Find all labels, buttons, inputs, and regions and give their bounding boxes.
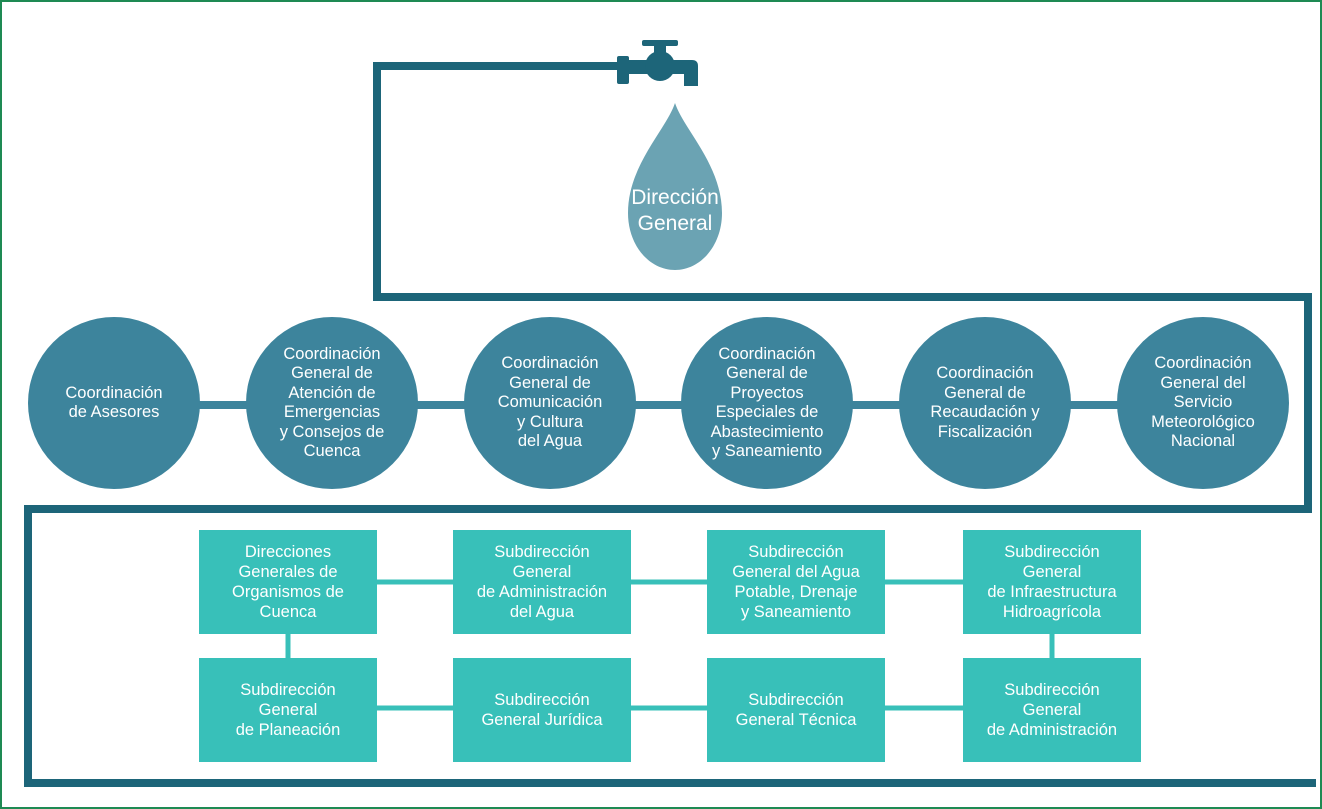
coordination-asesores: Coordinación de Asesores xyxy=(28,317,200,489)
unit-label: Subdirección General de Administración xyxy=(986,681,1118,739)
unit-administracion: Subdirección General de Administración xyxy=(963,658,1141,762)
unit-juridica: Subdirección General Jurídica xyxy=(453,658,631,762)
coordination-label: Coordinación General de Recaudación y Fi… xyxy=(930,364,1040,441)
unit-organismos-cuenca: Direcciones Generales de Organismos de C… xyxy=(199,530,377,634)
water-drop-icon xyxy=(628,103,722,270)
coordination-label: Coordinación de Asesores xyxy=(65,383,163,422)
unit-administracion-agua: Subdirección General de Administración d… xyxy=(453,530,631,634)
unit-label: Subdirección General Técnica xyxy=(735,691,857,729)
coordination-label: Coordinación General del Servicio Meteor… xyxy=(1151,354,1255,451)
unit-label: Direcciones Generales de Organismos de C… xyxy=(232,543,344,621)
coordination-comunicacion: Coordinación General de Comunicación y C… xyxy=(464,317,636,489)
unit-label: Subdirección General Jurídica xyxy=(481,691,603,729)
unit-agua-potable: Subdirección General del Agua Potable, D… xyxy=(707,530,885,634)
main-pipe xyxy=(24,62,1316,787)
coordination-label: Coordinación General de Atención de Emer… xyxy=(279,344,385,461)
coordination-proyectos-especiales: Coordinación General de Proyectos Especi… xyxy=(681,317,853,489)
unit-label: Subdirección General de Planeación xyxy=(235,681,341,739)
coordination-meteorologico: Coordinación General del Servicio Meteor… xyxy=(1117,317,1289,489)
coordination-label: Coordinación General de Comunicación y C… xyxy=(497,354,603,451)
unit-label: Subdirección General del Agua Potable, D… xyxy=(732,543,860,621)
water-tap-icon xyxy=(617,40,698,86)
unit-label: Subdirección General de Infraestructura … xyxy=(987,543,1117,621)
coordination-emergencias: Coordinación General de Atención de Emer… xyxy=(246,317,418,489)
unit-planeacion: Subdirección General de Planeación xyxy=(199,658,377,762)
coordination-label: Coordinación General de Proyectos Especi… xyxy=(710,344,824,461)
unit-infraestructura-hidroagricola: Subdirección General de Infraestructura … xyxy=(963,530,1141,634)
unit-tecnica: Subdirección General Técnica xyxy=(707,658,885,762)
unit-label: Subdirección General de Administración d… xyxy=(476,543,608,621)
director-general-label: Dirección General xyxy=(631,186,719,235)
coordination-recaudacion: Coordinación General de Recaudación y Fi… xyxy=(899,317,1071,489)
